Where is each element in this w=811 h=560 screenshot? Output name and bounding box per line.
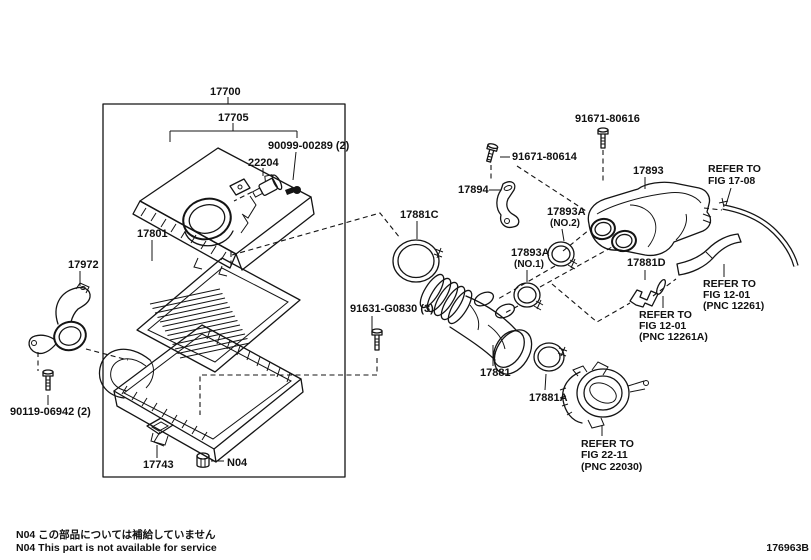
label-22204: 22204	[248, 157, 279, 169]
refer-fig-12-01a-line3: (PNC 12261A)	[639, 331, 708, 343]
bolt-91671-80616-drawing	[597, 127, 609, 149]
refer-labels: REFER TO FIG 17-08 REFER TO FIG 12-01 (P…	[581, 163, 764, 473]
refer-fig-22-11-line1: REFER TO	[581, 438, 634, 450]
grommet-n04-drawing	[196, 452, 210, 468]
label-n04: N04	[227, 457, 248, 469]
inlet-duct-17972-drawing	[28, 282, 91, 355]
label-17743: 17743	[143, 459, 174, 471]
label-17893a-no2-sub: (NO.2)	[550, 218, 580, 229]
label-17893a-no1: 17893A	[511, 247, 550, 259]
note-english: N04 This part is not available for servi…	[16, 542, 217, 554]
label-17893a-no1-sub: (NO.1)	[514, 259, 544, 270]
label-91631-g0830: 91631-G0830 (3)	[350, 303, 434, 315]
air-hose-17881-drawing	[419, 273, 533, 375]
label-17801: 17801	[137, 228, 168, 240]
label-17705: 17705	[218, 112, 249, 124]
refer-fig-12-01-line2: FIG 12-01	[703, 289, 750, 301]
bracket-17894-drawing	[496, 181, 520, 229]
label-17894: 17894	[458, 184, 489, 196]
refer-fig-12-01-line1: REFER TO	[703, 278, 756, 290]
filter-element-drawing	[136, 257, 301, 373]
note-japanese: N04 この部品については補給していません	[16, 528, 216, 541]
label-91671-80614: 91671-80614	[512, 151, 578, 163]
assembly-dashed-lines	[37, 150, 723, 415]
resonator-17893-drawing	[587, 181, 712, 257]
refer-fig-22-11-line2: FIG 22-11	[581, 449, 628, 461]
refer-fig-22-11-line3: (PNC 22030)	[581, 461, 642, 473]
bolt-91671-80614-drawing	[486, 143, 499, 163]
vacuum-hose-drawing	[718, 197, 799, 267]
elbow-hose-drawing	[676, 233, 742, 276]
inlet-17743-drawing	[146, 417, 174, 446]
connector-17881d-drawing	[629, 278, 666, 308]
figure-code: 176963B	[766, 542, 809, 554]
refer-fig-12-01-line3: (PNC 12261)	[703, 300, 764, 312]
label-17972: 17972	[68, 259, 99, 271]
label-91671-80616: 91671-80616	[575, 113, 640, 125]
refer-fig-17-08-line1: REFER TO	[708, 163, 761, 175]
footer: N04 この部品については補給していません N04 This part is n…	[16, 528, 809, 554]
label-17893a-no2: 17893A	[547, 206, 586, 218]
label-17700: 17700	[210, 86, 241, 98]
label-17881c: 17881C	[400, 209, 439, 221]
clamp-17893a-no1-drawing	[513, 282, 544, 311]
refer-fig-12-01a-line1: REFER TO	[639, 309, 692, 321]
part-labels: 17700 17705 90099-00289 (2) 22204 17801 …	[10, 86, 666, 471]
air-cleaner-cap-drawing	[132, 147, 315, 277]
clamp-17881c-drawing	[392, 239, 444, 283]
label-90119-06942: 90119-06942 (2)	[10, 406, 91, 418]
clamp-17881a-drawing	[533, 342, 568, 372]
throttle-body-drawing	[559, 361, 649, 429]
label-17881: 17881	[480, 367, 511, 379]
refer-fig-12-01a-line2: FIG 12-01	[639, 320, 686, 332]
assembly-outline-box	[102, 103, 346, 478]
air-cleaner-case-drawing	[98, 324, 304, 463]
label-17881d: 17881D	[627, 257, 666, 269]
refer-fig-17-08-line2: FIG 17-08	[708, 175, 755, 187]
label-90099-00289: 90099-00289 (2)	[268, 140, 350, 152]
screw-90099-drawing	[285, 186, 301, 195]
clamp-17893a-no2-drawing	[547, 241, 578, 270]
label-17881a: 17881A	[529, 392, 568, 404]
bolt-90119-drawing	[42, 369, 54, 391]
bolt-91631-drawing	[371, 328, 383, 351]
label-17893: 17893	[633, 165, 664, 177]
maf-sensor-drawing	[252, 174, 283, 198]
